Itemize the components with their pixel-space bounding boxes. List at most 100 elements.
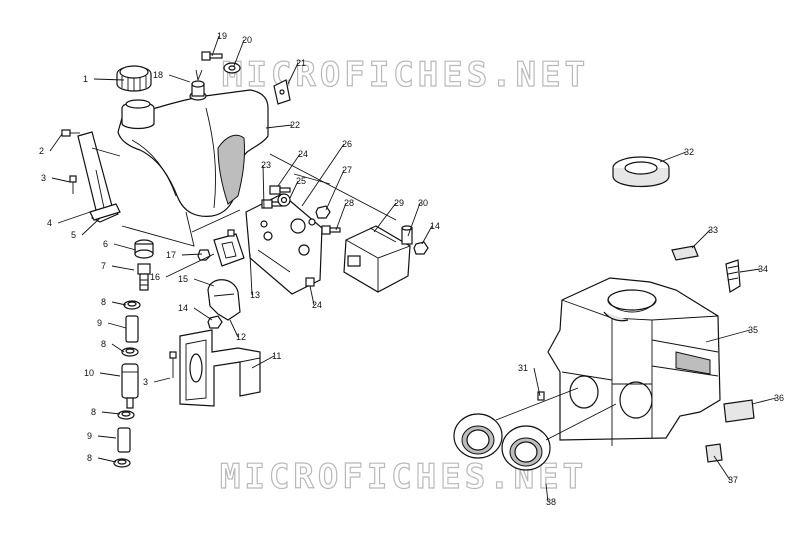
callout-leader [93, 78, 125, 81]
callout-number: 37 [728, 475, 738, 485]
callout-leader [193, 307, 213, 321]
screw-icon [537, 391, 545, 401]
callout-leader [335, 202, 347, 231]
callout-leader [751, 397, 777, 405]
callout-number: 24 [312, 300, 322, 310]
switch-icon [213, 229, 245, 267]
bolt-icon [305, 277, 315, 287]
callout-leader [181, 253, 203, 256]
callout-leader [265, 124, 293, 129]
callout-leader [97, 435, 117, 439]
callout-leader [107, 322, 127, 329]
hose-clamp-icon [121, 347, 139, 357]
screw-icon [169, 351, 177, 378]
callout-number: 9 [87, 431, 92, 441]
electronic-module-icon [343, 225, 411, 293]
callout-number: 23 [261, 160, 271, 170]
callout-number: 35 [748, 325, 758, 335]
callout-number: 25 [296, 176, 306, 186]
callout-number: 8 [101, 297, 106, 307]
screw-icon [321, 225, 341, 235]
intake-boot-icon [501, 425, 551, 471]
callout-leader [111, 343, 125, 353]
callout-leader [287, 62, 299, 85]
callout-leader [165, 253, 215, 278]
callout-leader [533, 367, 541, 397]
callout-number: 2 [39, 146, 44, 156]
callout-leader [81, 217, 101, 236]
callout-leader [373, 202, 397, 233]
callout-number: 6 [103, 239, 108, 249]
callout-leader [545, 483, 549, 503]
callout-number: 26 [342, 139, 352, 149]
callout-leader [153, 377, 171, 383]
callout-leader [739, 268, 761, 273]
callout-number: 16 [150, 272, 160, 282]
hose-clamp-icon [113, 458, 131, 468]
callout-leader [111, 265, 135, 271]
fuel-filter-icon [121, 363, 139, 409]
callout-leader [57, 209, 97, 224]
airbox-illustration [547, 277, 721, 446]
callout-leader [168, 74, 191, 83]
nut-icon [207, 315, 223, 329]
label-icon [705, 443, 723, 463]
callout-number: 31 [518, 363, 528, 373]
callout-number: 13 [250, 290, 260, 300]
screw-icon [69, 175, 77, 194]
callout-number: 17 [166, 250, 176, 260]
callout-number: 21 [296, 58, 306, 68]
callout-leader [309, 285, 315, 306]
fuel-cap-icon [116, 65, 152, 92]
fuel-valve-icon [134, 239, 154, 259]
hose-clamp-icon [117, 410, 135, 420]
callout-number: 14 [178, 303, 188, 313]
callout-leader [277, 153, 301, 187]
nut-icon [413, 241, 429, 255]
callout-number: 24 [298, 149, 308, 159]
label-icon [671, 245, 699, 261]
bolt-icon [201, 51, 223, 61]
callout-number: 29 [394, 198, 404, 208]
callout-leader [113, 243, 137, 251]
bolt-icon [269, 185, 291, 195]
fuel-fitting-icon [137, 263, 151, 291]
callout-number: 33 [708, 225, 718, 235]
callout-leader [289, 180, 299, 199]
callout-number: 3 [143, 377, 148, 387]
callout-number: 12 [236, 332, 246, 342]
callout-number: 8 [91, 407, 96, 417]
intake-boot-icon [453, 413, 503, 459]
callout-number: 10 [84, 368, 94, 378]
callout-leader [249, 253, 253, 296]
callout-leader [233, 39, 245, 67]
grommet-icon [277, 193, 291, 207]
callout-number: 11 [272, 351, 281, 361]
clamp-icon [207, 279, 241, 321]
callout-leader [49, 133, 63, 152]
callout-leader [111, 301, 127, 306]
callout-leader [407, 202, 421, 237]
fitting-icon [401, 225, 413, 245]
callout-leader [211, 35, 220, 57]
fuel-tank-illustration [117, 89, 269, 217]
callout-number: 22 [290, 120, 300, 130]
seal-ring-icon [612, 156, 670, 188]
callout-leader [97, 457, 117, 463]
washer-icon [223, 62, 241, 74]
callout-leader [251, 355, 275, 369]
callout-leader [691, 229, 711, 249]
callout-number: 28 [344, 198, 354, 208]
screw-icon [61, 129, 80, 137]
callout-leader [99, 372, 121, 377]
callout-leader [229, 319, 239, 338]
callout-leader [101, 411, 121, 415]
latch-icon [725, 259, 741, 293]
callout-number: 20 [242, 35, 252, 45]
filter-bracket-icon [179, 329, 261, 407]
callout-leader [51, 177, 71, 183]
label-icon [723, 399, 755, 423]
nut-icon [315, 205, 331, 219]
callout-leader [301, 143, 345, 207]
